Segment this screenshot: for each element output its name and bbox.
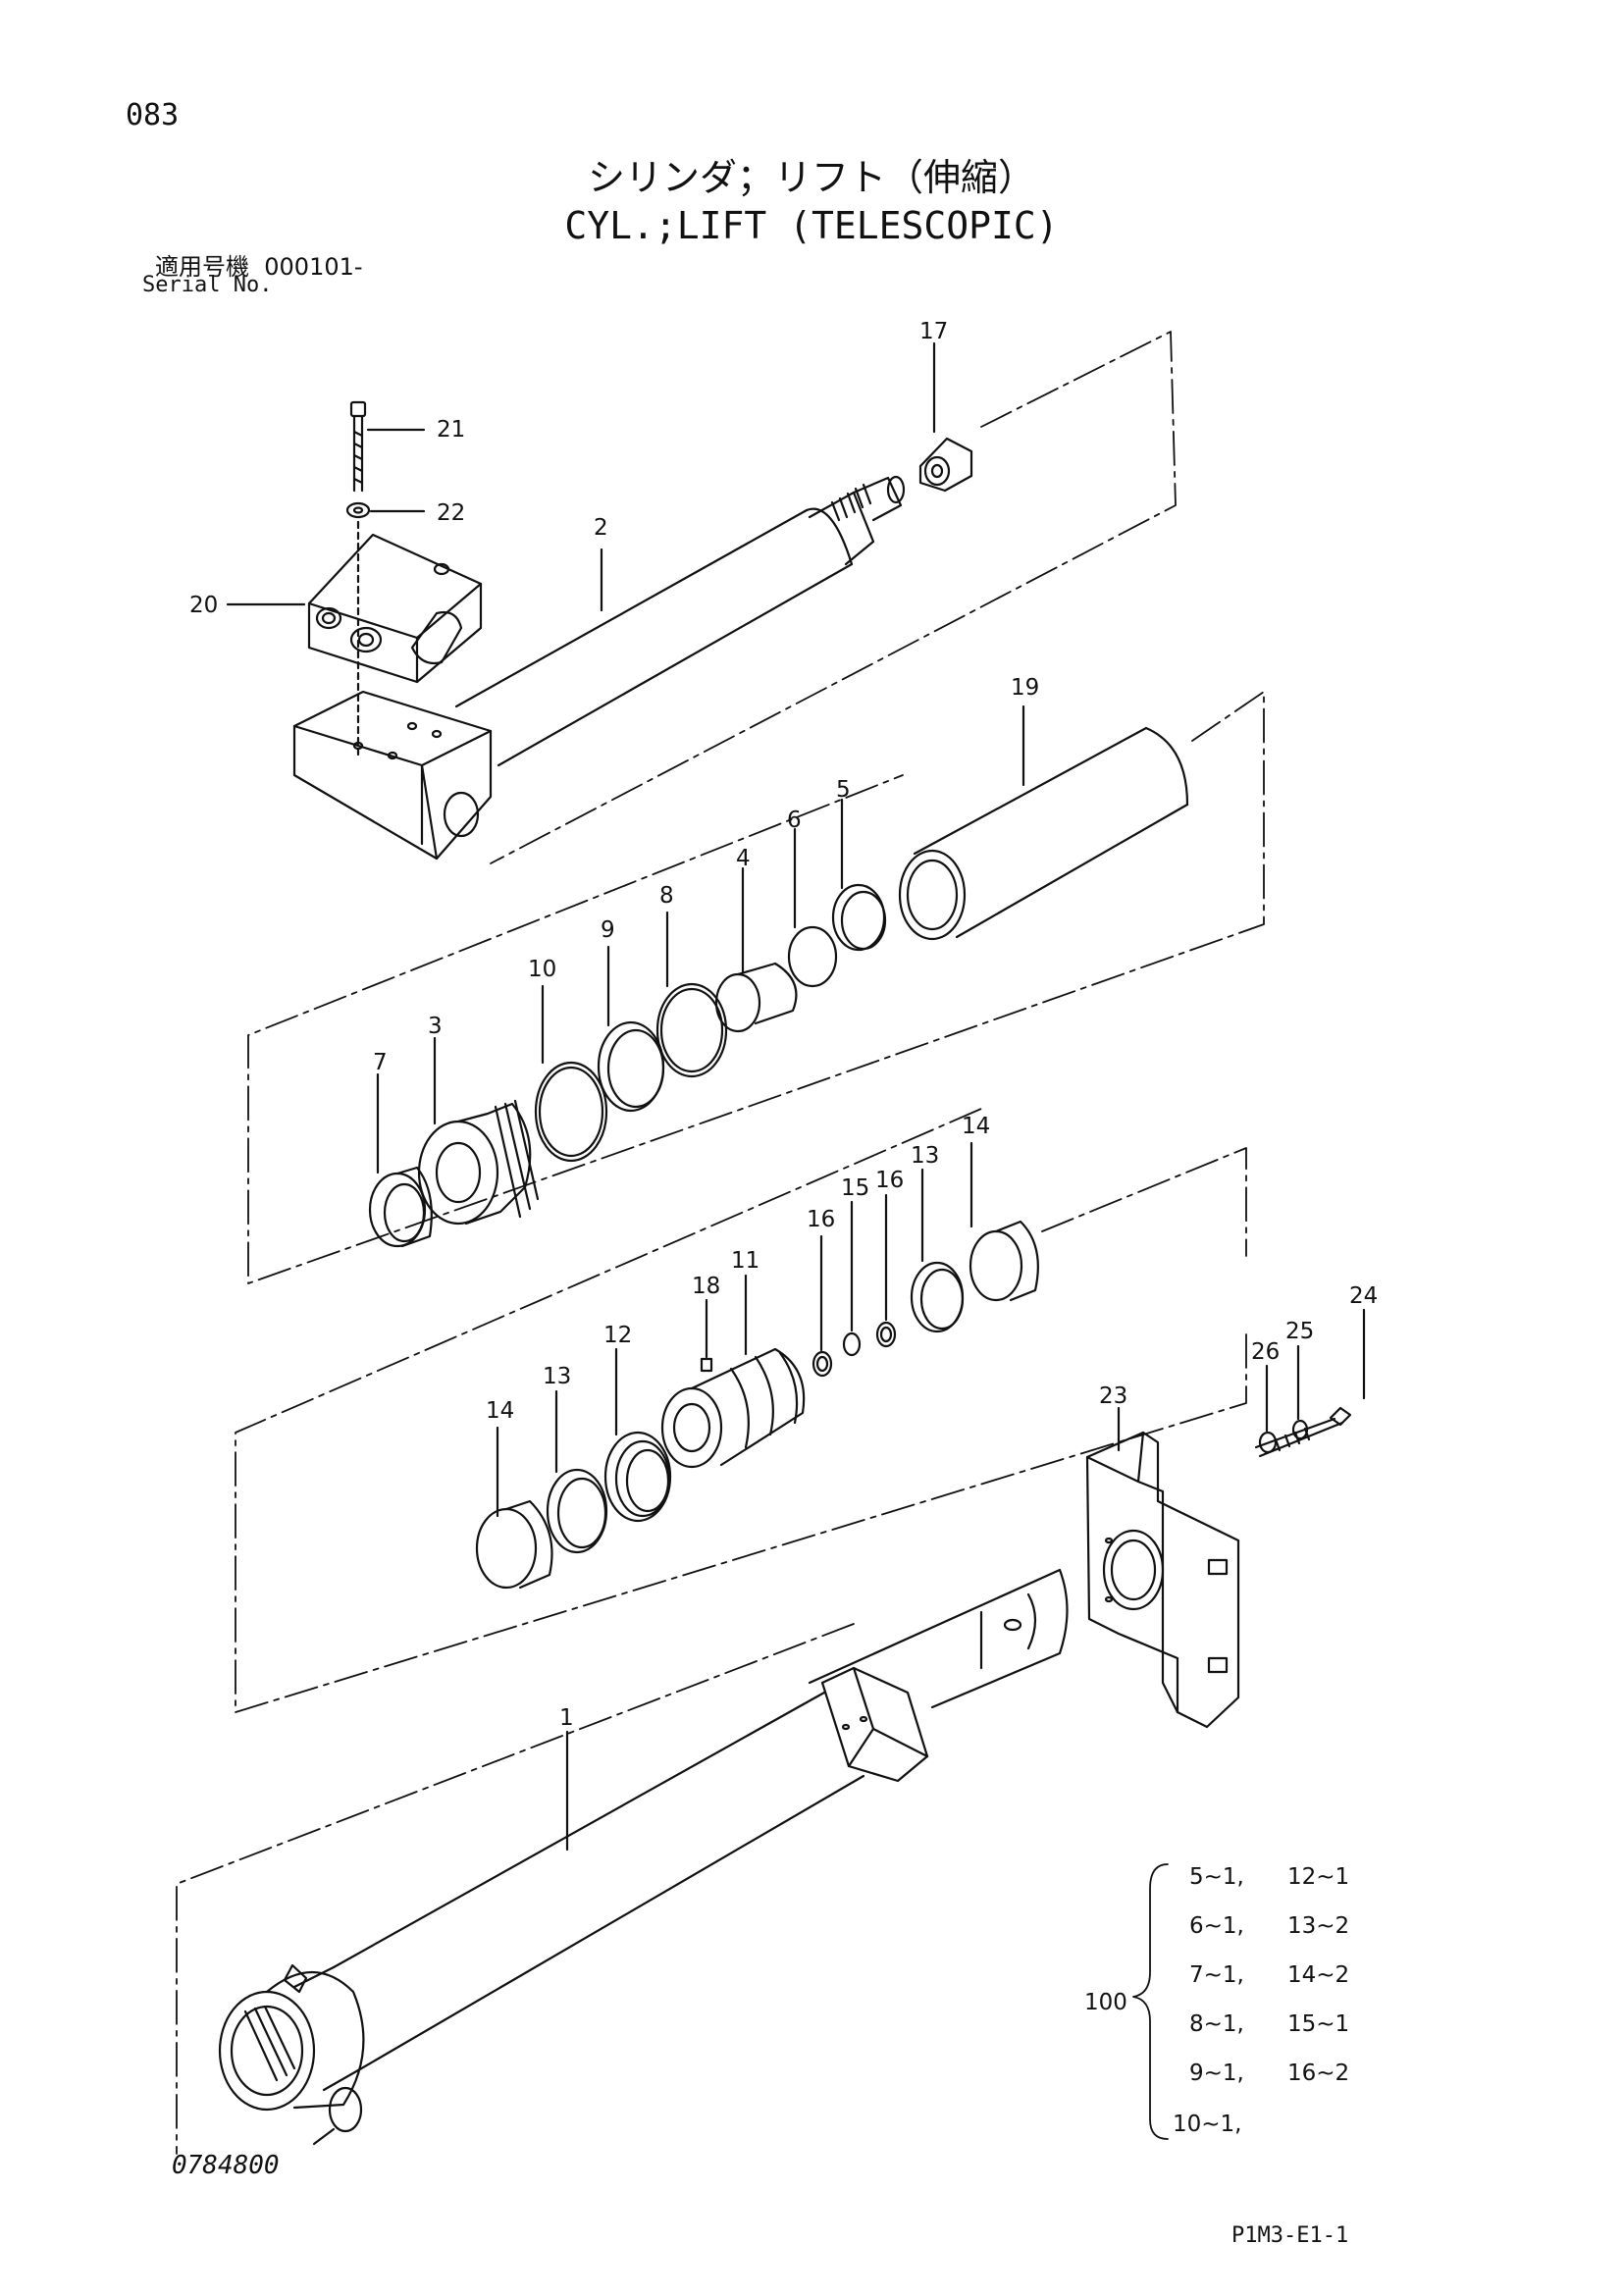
callout-14-top: 14 bbox=[962, 1114, 990, 1139]
part-13-top-ring-icon bbox=[910, 1168, 965, 1333]
sheet-code: P1M3-E1-1 bbox=[1231, 2223, 1349, 2248]
part-14-bottom-bearing-icon bbox=[475, 1426, 553, 1590]
callout-26: 26 bbox=[1251, 1339, 1280, 1365]
callout-13-top: 13 bbox=[911, 1143, 939, 1169]
part-1-cylinder-tube-icon bbox=[218, 1568, 1069, 2146]
part-10-oring-icon bbox=[534, 984, 608, 1163]
group-frame-tube bbox=[176, 1623, 855, 2155]
callout-16-right: 16 bbox=[875, 1168, 904, 1193]
part-8-oring-icon bbox=[655, 911, 728, 1078]
callout-labels: 21 22 20 2 17 19 5 6 4 8 9 10 3 7 14 13 … bbox=[189, 319, 1378, 1731]
part-6-ring-icon bbox=[787, 827, 838, 988]
part-7-wiper-icon bbox=[368, 1072, 433, 1248]
serial-label-english: Serial No. bbox=[142, 273, 273, 297]
part-3-gland-icon bbox=[417, 1036, 540, 1226]
part-16a-ring-icon bbox=[812, 1234, 833, 1378]
part-20-valve-block-icon bbox=[226, 520, 483, 757]
serial-value: 000101- bbox=[264, 253, 363, 281]
callout-13-bottom: 13 bbox=[543, 1364, 571, 1389]
title-japanese: シリンダ；リフト（伸縮） bbox=[587, 156, 1035, 199]
group-frame-piston bbox=[235, 1108, 1247, 1713]
serial-label-japanese: 適用号機 000101- bbox=[155, 247, 363, 282]
callout-11: 11 bbox=[731, 1248, 759, 1274]
drawing-number: 0784800 bbox=[172, 2151, 280, 2180]
callout-12: 12 bbox=[603, 1323, 632, 1348]
part-11-piston-icon bbox=[660, 1274, 806, 1469]
kit-item: 5~1, bbox=[1189, 1864, 1244, 1890]
kit-item: 6~1, bbox=[1189, 1913, 1244, 1939]
part-9-ring-icon bbox=[597, 945, 665, 1113]
kit-label: 100 bbox=[1084, 1990, 1127, 2015]
kit-item: 16~2 bbox=[1287, 2061, 1349, 2086]
callout-7: 7 bbox=[373, 1050, 388, 1075]
callout-18: 18 bbox=[692, 1274, 720, 1299]
part-5-ring-icon bbox=[831, 798, 887, 952]
callout-14-bottom: 14 bbox=[486, 1398, 514, 1424]
callout-1: 1 bbox=[559, 1705, 574, 1731]
callout-19: 19 bbox=[1011, 675, 1039, 701]
callout-23: 23 bbox=[1099, 1383, 1127, 1409]
part-26-washer-icon bbox=[1258, 1364, 1278, 1454]
kit-item: 12~1 bbox=[1287, 1864, 1349, 1890]
callout-10: 10 bbox=[528, 957, 556, 982]
kit-item: 9~1, bbox=[1189, 2061, 1244, 2086]
kit-item: 10~1, bbox=[1173, 2112, 1241, 2137]
part-16b-ring-icon bbox=[875, 1193, 897, 1348]
group-frame-rod bbox=[490, 331, 1177, 864]
callout-4: 4 bbox=[736, 846, 751, 871]
part-2-rod-block-icon bbox=[292, 690, 493, 861]
callout-20: 20 bbox=[189, 593, 218, 618]
part-13-bottom-ring-icon bbox=[546, 1389, 608, 1554]
title-english: CYL.;LIFT (TELESCOPIC) bbox=[564, 204, 1059, 247]
part-19-tube-icon bbox=[898, 704, 1189, 941]
kit-item: 7~1, bbox=[1189, 1962, 1244, 1988]
callout-6: 6 bbox=[787, 808, 802, 833]
callout-9: 9 bbox=[601, 917, 615, 943]
part-4-bushing-icon bbox=[714, 866, 798, 1033]
part-15-ring-icon bbox=[842, 1200, 862, 1357]
callout-25: 25 bbox=[1285, 1319, 1314, 1344]
callout-16-left: 16 bbox=[807, 1207, 835, 1232]
callout-21: 21 bbox=[437, 417, 465, 443]
callout-3: 3 bbox=[428, 1014, 443, 1039]
group-frame-head bbox=[247, 691, 1265, 1284]
callout-8: 8 bbox=[659, 883, 674, 909]
callout-15: 15 bbox=[841, 1175, 869, 1201]
callout-2: 2 bbox=[594, 515, 608, 541]
kit-100-table: 100 5~1, 12~1 6~1, 13~2 7~1, 14~2 8~1, 1… bbox=[1084, 1864, 1349, 2137]
part-18-setscrew-icon bbox=[700, 1298, 713, 1373]
page-number: 083 bbox=[126, 98, 180, 132]
kit-100-brace bbox=[1132, 1863, 1169, 2140]
serial-label-jp-text: 適用号機 bbox=[155, 253, 249, 281]
kit-item: 15~1 bbox=[1287, 2011, 1349, 2037]
callout-22: 22 bbox=[437, 500, 465, 526]
kit-item: 14~2 bbox=[1287, 1962, 1349, 1988]
part-22-washer-icon bbox=[345, 501, 426, 519]
callout-5: 5 bbox=[836, 777, 851, 803]
part-25-washer-icon bbox=[1291, 1344, 1309, 1440]
callout-24: 24 bbox=[1349, 1283, 1378, 1309]
part-23-bracket-icon bbox=[1085, 1406, 1240, 1729]
part-17-nut-icon bbox=[918, 341, 973, 493]
part-21-bolt-icon bbox=[349, 400, 426, 493]
part-12-seal-icon bbox=[603, 1347, 672, 1523]
callout-17: 17 bbox=[919, 319, 948, 344]
kit-item: 8~1, bbox=[1189, 2011, 1244, 2037]
part-14-top-bearing-icon bbox=[969, 1141, 1039, 1302]
part-2-rod-icon bbox=[454, 475, 906, 767]
kit-item: 13~2 bbox=[1287, 1913, 1349, 1939]
